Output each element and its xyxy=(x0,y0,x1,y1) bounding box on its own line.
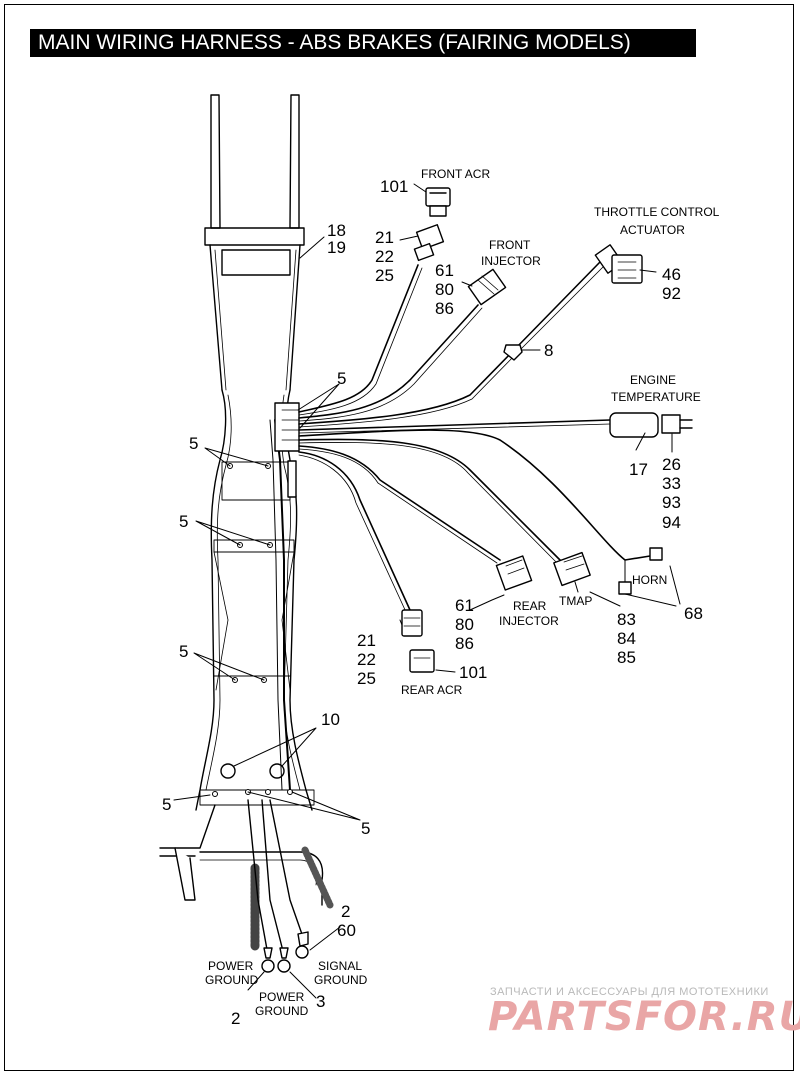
rear-acr-connector xyxy=(409,649,435,673)
tmap-connector xyxy=(553,551,591,587)
callout-25-rear: 25 xyxy=(357,669,376,688)
front-acr-connector xyxy=(425,187,451,217)
label-signal-ground-1: SIGNAL xyxy=(318,959,362,973)
callout-numbers: 101 21 22 25 61 80 86 18 19 46 92 8 5 5 … xyxy=(162,177,703,1028)
callout-33: 33 xyxy=(662,474,681,493)
callout-61-front: 61 xyxy=(435,261,454,280)
label-rear-acr: REAR ACR xyxy=(401,683,463,697)
callout-86-front: 86 xyxy=(435,299,454,318)
label-horn: HORN xyxy=(632,573,667,587)
callout-26: 26 xyxy=(662,455,681,474)
callout-92: 92 xyxy=(662,284,681,303)
label-rear-injector-1: REAR xyxy=(513,599,547,613)
callout-8: 8 xyxy=(544,341,553,360)
leader-lines xyxy=(173,183,681,999)
callout-22-rear: 22 xyxy=(357,650,376,669)
callout-19: 19 xyxy=(327,238,346,257)
callout-5-left1: 5 xyxy=(189,434,198,453)
front-injector-connector xyxy=(467,268,507,306)
callout-21-front: 21 xyxy=(375,228,394,247)
label-rear-injector-2: INJECTOR xyxy=(499,614,559,628)
callout-68: 68 xyxy=(684,604,703,623)
rear-harness xyxy=(159,799,334,956)
page-frame xyxy=(4,4,794,1071)
frame-neck xyxy=(204,94,305,391)
engine-temperature-sensor xyxy=(609,412,693,438)
callout-101-rear: 101 xyxy=(459,663,487,682)
callout-5-bottom-left: 5 xyxy=(162,795,171,814)
label-throttle-2: ACTUATOR xyxy=(620,223,685,237)
ground-ring-terminals xyxy=(261,931,309,973)
callout-5-left3: 5 xyxy=(179,642,188,661)
label-front-acr: FRONT ACR xyxy=(421,167,490,181)
callout-61-rear: 61 xyxy=(455,596,474,615)
callout-2-top: 2 xyxy=(341,902,350,921)
callout-21-rear: 21 xyxy=(357,631,376,650)
callout-10: 10 xyxy=(321,710,340,729)
callout-93: 93 xyxy=(662,493,681,512)
callout-94: 94 xyxy=(662,513,681,532)
callout-5-mid: 5 xyxy=(337,369,346,388)
callout-46: 46 xyxy=(662,265,681,284)
label-tmap: TMAP xyxy=(559,594,592,608)
callout-25-front: 25 xyxy=(375,266,394,285)
callout-18: 18 xyxy=(327,221,346,240)
label-throttle-1: THROTTLE CONTROL xyxy=(594,205,720,219)
component-labels: FRONT ACR FRONT INJECTOR THROTTLE CONTRO… xyxy=(205,167,720,1018)
label-power-ground-a2: GROUND xyxy=(205,973,259,987)
label-engine-temp-2: TEMPERATURE xyxy=(611,390,701,404)
callout-84: 84 xyxy=(617,629,636,648)
rear-injector-connector xyxy=(495,555,533,591)
callout-22-front: 22 xyxy=(375,247,394,266)
harness-clip xyxy=(503,344,523,361)
callout-85: 85 xyxy=(617,648,636,667)
rear-acr-mating-connector xyxy=(401,609,423,637)
callout-80-rear: 80 xyxy=(455,615,474,634)
callout-86-rear: 86 xyxy=(455,634,474,653)
callout-101-front: 101 xyxy=(380,177,408,196)
watermark-logo: PARTSFOR.RU xyxy=(488,994,800,1040)
callout-80-front: 80 xyxy=(435,280,454,299)
label-engine-temp-1: ENGINE xyxy=(630,373,676,387)
callout-5-bottom-right: 5 xyxy=(361,819,370,838)
harness-connector-block xyxy=(287,460,297,498)
callout-17: 17 xyxy=(629,460,648,479)
label-front-injector-1: FRONT xyxy=(489,238,531,252)
label-power-ground-b1: POWER xyxy=(259,990,305,1004)
callout-3: 3 xyxy=(316,992,325,1011)
throttle-actuator-connector xyxy=(594,244,643,284)
callout-2-bottom: 2 xyxy=(231,1009,240,1028)
label-power-ground-b2: GROUND xyxy=(255,1004,309,1018)
callout-83: 83 xyxy=(617,610,636,629)
front-acr-mating-connector xyxy=(413,224,445,262)
watermark-tagline: ЗАПЧАСТИ И АКСЕССУАРЫ ДЛЯ МОТОТЕХНИКИ xyxy=(490,986,769,998)
label-power-ground-a1: POWER xyxy=(208,959,254,973)
horn-connectors xyxy=(618,547,663,595)
label-signal-ground-2: GROUND xyxy=(314,973,368,987)
callout-60: 60 xyxy=(337,921,356,940)
harness-branches xyxy=(298,261,651,613)
frame-rails xyxy=(195,389,315,811)
label-front-injector-2: INJECTOR xyxy=(481,254,541,268)
page-title: MAIN WIRING HARNESS - ABS BRAKES (FAIRIN… xyxy=(30,29,696,57)
callout-5-left2: 5 xyxy=(179,512,188,531)
